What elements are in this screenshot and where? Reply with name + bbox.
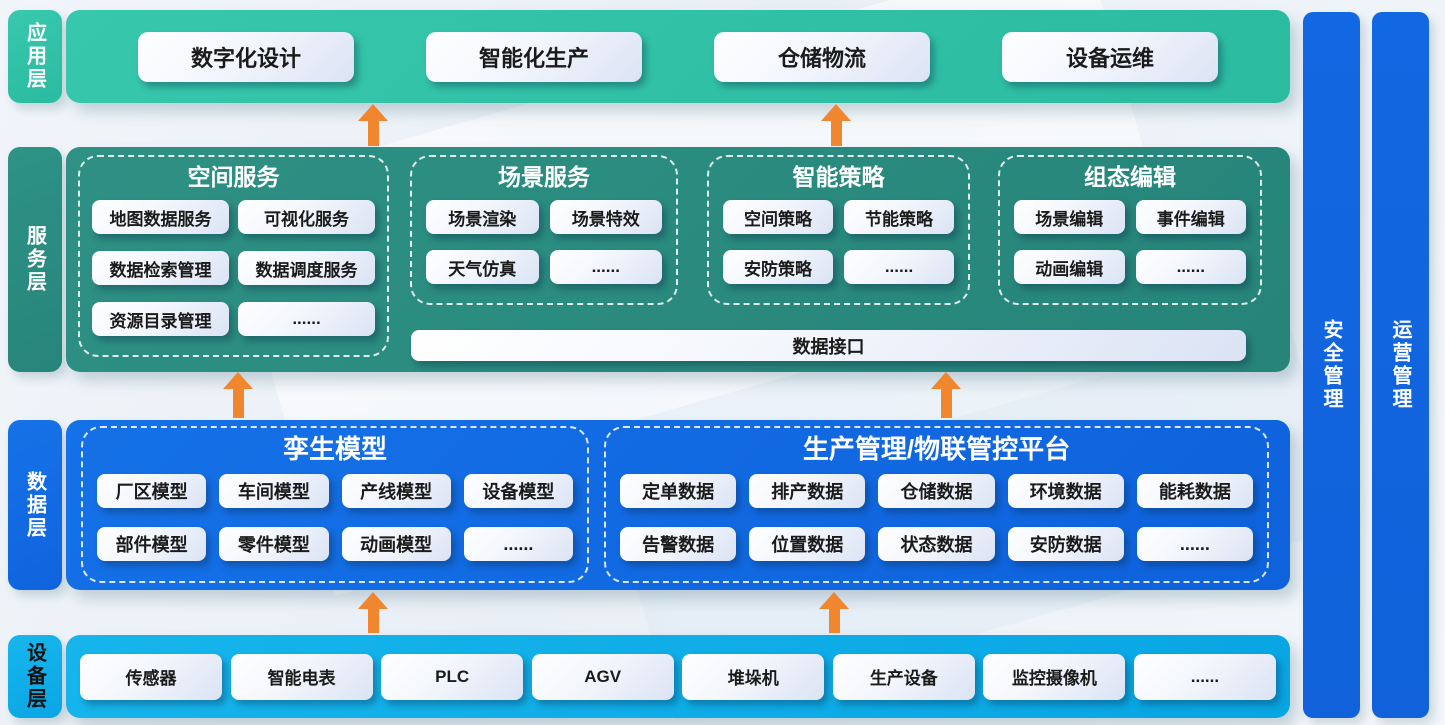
- application-chip: 设备运维: [1002, 31, 1218, 82]
- service-chip: 资源目录管理: [92, 302, 229, 336]
- group-smart-strategy: 智能策略 空间策略节能策略安防策略......: [707, 155, 970, 305]
- data-chip: 排产数据: [749, 474, 866, 508]
- smart-strategy-grid: 空间策略节能策略安防策略......: [709, 200, 968, 284]
- up-arrow-device-to-data-left: [358, 592, 388, 633]
- service-chip: 天气仿真: [426, 250, 539, 284]
- data-chip: 告警数据: [620, 527, 737, 561]
- data-chip: ......: [1136, 527, 1253, 561]
- application-chip: 仓储物流: [714, 31, 930, 82]
- service-chip: 地图数据服务: [92, 200, 229, 234]
- device-chip: AGV: [531, 653, 674, 700]
- layer-label-application: 应用层: [8, 10, 62, 103]
- data-chip: 设备模型: [463, 474, 573, 508]
- device-chip: 生产设备: [832, 653, 975, 700]
- application-layer-band: 数字化设计 智能化生产 仓储物流 设备运维: [66, 10, 1290, 103]
- group-title: 场景服务: [498, 164, 590, 190]
- up-arrow-device-to-data-right: [819, 592, 849, 633]
- twin-model-grid: 厂区模型车间模型产线模型设备模型部件模型零件模型动画模型......: [83, 474, 587, 561]
- data-chip: 部件模型: [97, 527, 207, 561]
- service-chip: 场景渲染: [426, 200, 539, 234]
- application-chip: 智能化生产: [426, 31, 642, 82]
- layer-label-service: 服务层: [8, 147, 62, 372]
- data-chip: 能耗数据: [1136, 474, 1253, 508]
- data-chip: 定单数据: [620, 474, 737, 508]
- group-spatial-services: 空间服务 地图数据服务可视化服务数据检索管理数据调度服务资源目录管理......: [78, 155, 389, 357]
- data-layer-band: 孪生模型 厂区模型车间模型产线模型设备模型部件模型零件模型动画模型...... …: [66, 420, 1290, 590]
- device-chip: 堆垛机: [682, 653, 825, 700]
- group-title: 空间服务: [187, 164, 280, 190]
- service-chip: ......: [549, 250, 662, 284]
- data-chip: 环境数据: [1007, 474, 1124, 508]
- device-chip: ......: [1133, 653, 1276, 700]
- service-chip: 节能策略: [844, 200, 954, 234]
- data-chip: 厂区模型: [97, 474, 207, 508]
- device-chip: 传感器: [80, 653, 222, 700]
- service-chip: 数据检索管理: [92, 251, 229, 285]
- service-chip: 安防策略: [723, 250, 833, 284]
- service-chip: ......: [238, 302, 375, 336]
- group-config-editing: 组态编辑 场景编辑事件编辑动画编辑......: [998, 155, 1262, 305]
- data-chip: 车间模型: [219, 474, 329, 508]
- sidebar-security-management: 安全管理: [1303, 12, 1360, 718]
- group-title: 智能策略: [792, 164, 885, 190]
- service-chip: 数据调度服务: [238, 251, 375, 285]
- group-title: 生产管理/物联管控平台: [802, 434, 1071, 464]
- service-chip: 场景特效: [549, 200, 662, 234]
- service-chip: 动画编辑: [1014, 250, 1125, 284]
- service-layer-band: 空间服务 地图数据服务可视化服务数据检索管理数据调度服务资源目录管理......…: [66, 147, 1290, 372]
- device-chip: PLC: [381, 653, 524, 700]
- config-editing-grid: 场景编辑事件编辑动画编辑......: [1000, 200, 1260, 284]
- data-chip: 产线模型: [341, 474, 451, 508]
- sidebar-operations-management: 运营管理: [1372, 12, 1429, 718]
- group-title: 组态编辑: [1084, 164, 1176, 190]
- group-scene-services: 场景服务 场景渲染场景特效天气仿真......: [410, 155, 678, 305]
- device-chip: 智能电表: [230, 653, 373, 700]
- group-production-iot-platform: 生产管理/物联管控平台 定单数据排产数据仓储数据环境数据能耗数据告警数据位置数据…: [604, 426, 1269, 583]
- service-chip: ......: [1135, 250, 1246, 284]
- device-chip: 监控摄像机: [983, 653, 1126, 700]
- layer-label-data: 数据层: [8, 420, 62, 590]
- up-arrow-service-to-app-right: [821, 104, 851, 146]
- data-chip: 动画模型: [341, 527, 451, 561]
- data-chip: 状态数据: [878, 527, 995, 561]
- production-iot-grid: 定单数据排产数据仓储数据环境数据能耗数据告警数据位置数据状态数据安防数据....…: [606, 474, 1267, 561]
- spatial-services-grid: 地图数据服务可视化服务数据检索管理数据调度服务资源目录管理......: [80, 200, 387, 336]
- group-twin-model: 孪生模型 厂区模型车间模型产线模型设备模型部件模型零件模型动画模型......: [81, 426, 589, 583]
- data-interface-bar: 数据接口: [411, 330, 1246, 361]
- service-chip: 空间策略: [723, 200, 833, 234]
- up-arrow-data-to-service-left: [223, 372, 253, 418]
- service-chip: 可视化服务: [238, 200, 375, 234]
- data-chip: ......: [463, 527, 573, 561]
- service-chip: ......: [844, 250, 954, 284]
- layer-label-device: 设备层: [8, 635, 62, 718]
- service-chip: 事件编辑: [1135, 200, 1246, 234]
- scene-services-grid: 场景渲染场景特效天气仿真......: [412, 200, 676, 284]
- up-arrow-service-to-app-left: [358, 104, 388, 146]
- application-chip: 数字化设计: [138, 31, 354, 82]
- group-title: 孪生模型: [282, 434, 387, 464]
- data-chip: 零件模型: [219, 527, 329, 561]
- data-chip: 仓储数据: [878, 474, 995, 508]
- service-chip: 场景编辑: [1014, 200, 1125, 234]
- data-chip: 安防数据: [1007, 527, 1124, 561]
- up-arrow-data-to-service-right: [931, 372, 961, 418]
- data-chip: 位置数据: [749, 527, 866, 561]
